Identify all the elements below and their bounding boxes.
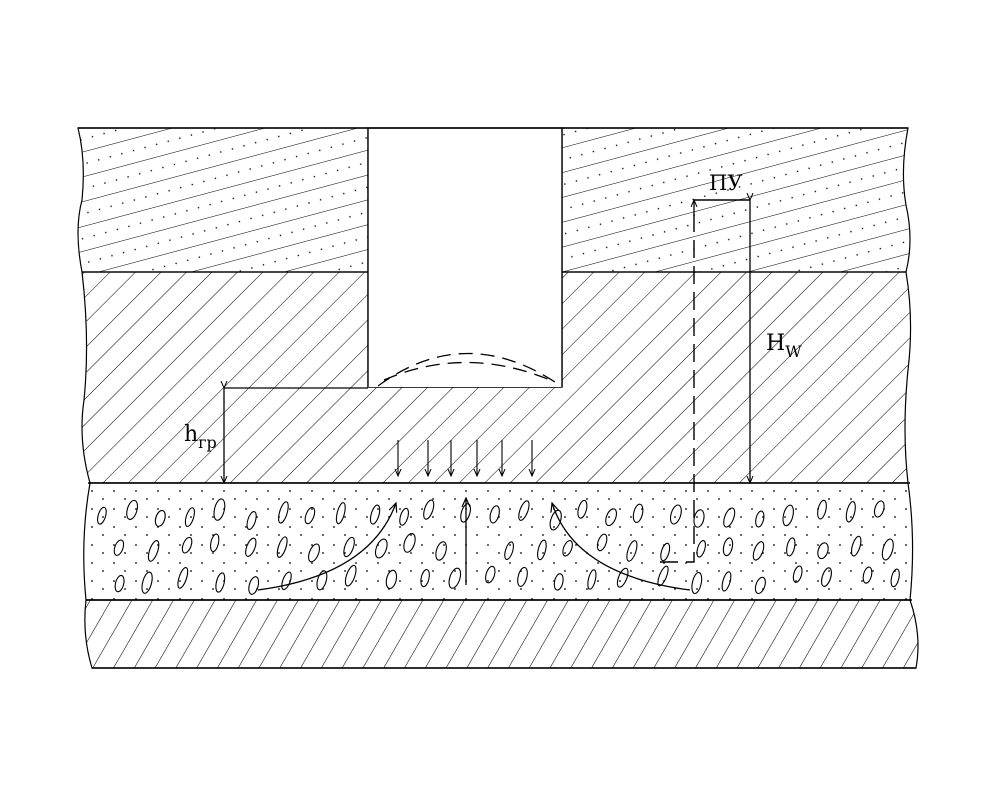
clay-layer — [81, 271, 912, 484]
pebble — [308, 543, 320, 563]
pebble — [755, 510, 765, 528]
pebble — [845, 501, 856, 523]
pebble — [374, 538, 388, 559]
pebble — [792, 565, 803, 583]
heave-zone — [368, 358, 562, 387]
pebble — [616, 567, 629, 588]
piezometer-tube — [660, 208, 695, 563]
aquifer-dots — [83, 483, 913, 600]
pebble — [722, 537, 734, 557]
pebble — [605, 508, 618, 527]
piezometric-level-label: ПУ — [709, 171, 743, 195]
pebble — [754, 576, 766, 595]
pebble — [657, 565, 669, 587]
pebble — [399, 507, 409, 526]
pebble — [817, 499, 827, 520]
pebble — [553, 573, 564, 591]
pebble — [177, 567, 189, 589]
pebble — [485, 565, 496, 584]
pebble — [448, 567, 462, 589]
pebble — [489, 505, 500, 524]
pebble — [504, 541, 514, 561]
pebble — [577, 499, 588, 519]
pebble — [147, 540, 160, 562]
pebble — [696, 540, 706, 558]
pebble — [435, 541, 447, 561]
pebble — [209, 533, 220, 553]
pebble — [281, 571, 292, 591]
pebble — [626, 540, 638, 562]
pebble — [562, 540, 573, 557]
pebble — [517, 566, 528, 587]
pebble — [850, 535, 862, 557]
pebble — [276, 536, 288, 558]
seepage-arrows — [398, 440, 532, 476]
pebble — [344, 564, 357, 587]
pebble — [278, 501, 289, 524]
pebble — [669, 504, 682, 525]
pebble — [817, 542, 829, 560]
top-layer-left — [77, 127, 369, 273]
heave-curve-outer — [377, 352, 559, 387]
pebble — [385, 569, 398, 590]
pebble — [141, 571, 153, 594]
pebble — [782, 504, 794, 527]
flow-arrow-right — [552, 503, 691, 591]
pebble — [786, 537, 796, 557]
pebble — [632, 503, 644, 523]
pebble — [184, 507, 195, 527]
pebble — [660, 542, 671, 562]
pebble — [403, 533, 416, 553]
pebble — [537, 539, 547, 561]
pebble — [113, 539, 125, 556]
pebble — [420, 569, 430, 588]
pebble — [213, 498, 226, 521]
pebble — [369, 504, 381, 525]
flow-arrow-left — [257, 503, 396, 591]
pebble — [723, 507, 736, 528]
pebble — [215, 572, 226, 593]
pebble — [596, 533, 608, 552]
pebble — [721, 571, 732, 592]
pebble — [304, 506, 316, 525]
pebble — [691, 571, 703, 595]
pebble — [245, 537, 257, 557]
pebble — [114, 574, 125, 593]
h-gr-label: hгр — [184, 422, 217, 452]
pebble — [423, 499, 435, 520]
pebble — [881, 538, 894, 561]
pebble — [587, 569, 597, 590]
pebble — [518, 500, 530, 521]
pebble — [248, 576, 260, 595]
pebble — [246, 511, 257, 530]
pebble — [97, 506, 107, 525]
pebble — [316, 570, 328, 591]
pebble — [335, 502, 346, 525]
excavation-pit — [367, 127, 563, 388]
pebble — [862, 566, 873, 584]
pebble — [873, 500, 885, 518]
pebble — [752, 541, 765, 561]
pebble — [154, 509, 166, 527]
H-w-label: HW — [766, 331, 802, 361]
pebble — [821, 567, 832, 587]
bedrock-layer — [84, 599, 919, 669]
pebble — [890, 568, 900, 588]
pebble — [181, 536, 193, 554]
pebble — [126, 499, 139, 520]
pebble — [343, 536, 355, 558]
